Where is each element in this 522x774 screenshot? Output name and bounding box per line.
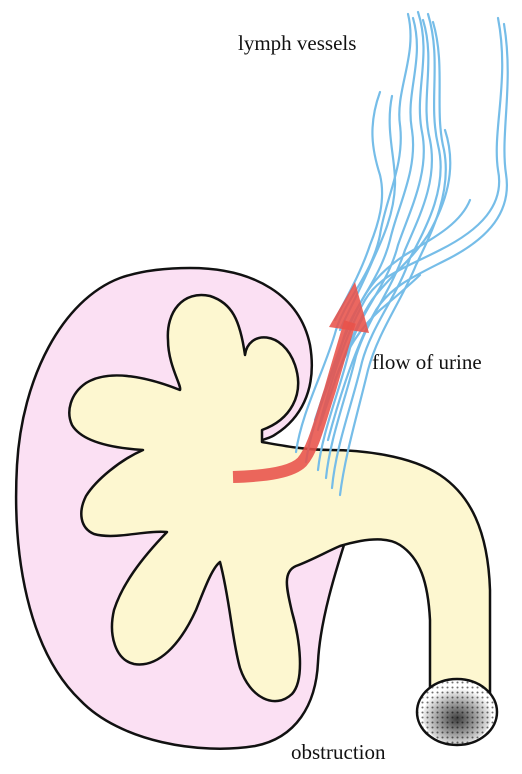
lymph-vessel: [296, 14, 411, 452]
label-obstruction: obstruction: [291, 740, 386, 764]
urine-flow-arrow-head: [329, 282, 369, 333]
label-lymph-vessels: lymph vessels: [238, 31, 356, 55]
lymph-vessel: [328, 24, 508, 440]
lymph-vessels: [296, 12, 508, 495]
label-flow-of-urine: flow of urine: [372, 350, 482, 374]
